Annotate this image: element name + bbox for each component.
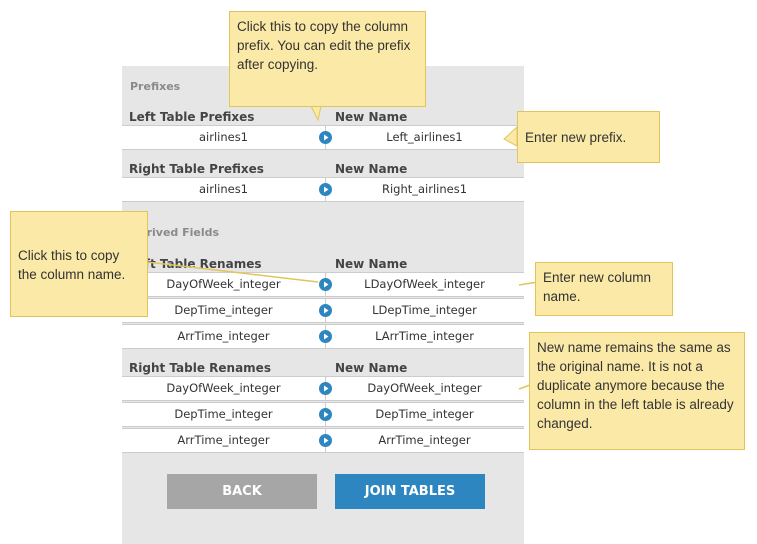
play-arrow-icon <box>324 134 329 141</box>
new-column-name-input[interactable]: LDayOfWeek_integer <box>364 277 485 291</box>
table-row: DepTime_integer LDepTime_integer <box>122 298 524 323</box>
original-column-name: DepTime_integer <box>174 303 273 317</box>
new-prefix-input[interactable]: Right_airlines1 <box>381 182 468 196</box>
copy-column-name-button[interactable] <box>319 434 332 447</box>
play-arrow-icon <box>324 411 329 418</box>
play-arrow-icon <box>324 281 329 288</box>
right-renames-header: Right Table Renames <box>129 361 271 375</box>
new-column-name-input[interactable]: DayOfWeek_integer <box>367 381 482 395</box>
original-prefix: airlines1 <box>198 182 249 196</box>
original-column-name: ArrTime_integer <box>177 329 270 343</box>
right-renames-new-name-header: New Name <box>335 361 408 375</box>
copy-column-name-tip: Click this to copy the column name. <box>10 211 148 317</box>
new-prefix-input[interactable]: Left_airlines1 <box>386 130 463 144</box>
play-arrow-icon <box>324 385 329 392</box>
copy-column-name-button[interactable] <box>319 304 332 317</box>
left-renames-header: Left Table Renames <box>129 257 262 271</box>
copy-prefix-button[interactable] <box>319 183 332 196</box>
copy-column-name-button[interactable] <box>319 408 332 421</box>
new-column-name-input[interactable]: ArrTime_integer <box>378 433 471 447</box>
new-column-name-input[interactable]: LDepTime_integer <box>372 303 477 317</box>
left-renames-new-name-header: New Name <box>335 257 408 271</box>
original-column-name: DayOfWeek_integer <box>166 277 281 291</box>
table-row: DayOfWeek_integer DayOfWeek_integer <box>122 376 524 401</box>
original-column-name: ArrTime_integer <box>177 433 270 447</box>
copy-column-name-button[interactable] <box>319 382 332 395</box>
original-column-name: DepTime_integer <box>174 407 273 421</box>
play-arrow-icon <box>324 186 329 193</box>
copy-prefix-tip: Click this to copy the column prefix. Yo… <box>229 11 426 107</box>
enter-prefix-tip: Enter new prefix. <box>517 111 660 163</box>
enter-column-name-tip: Enter new column name. <box>535 262 673 316</box>
table-row: airlines1 Left_airlines1 <box>122 125 524 150</box>
table-row: airlines1 Right_airlines1 <box>122 177 524 202</box>
join-tables-button[interactable]: JOIN TABLES <box>335 474 485 509</box>
back-button[interactable]: BACK <box>167 474 317 509</box>
right-prefixes-new-name-header: New Name <box>335 162 408 176</box>
left-prefixes-new-name-header: New Name <box>335 110 408 124</box>
new-column-name-input[interactable]: DepTime_integer <box>375 407 474 421</box>
same-name-tip: New name remains the same as the origina… <box>529 332 745 450</box>
left-prefixes-header: Left Table Prefixes <box>129 110 255 124</box>
new-column-name-input[interactable]: LArrTime_integer <box>375 329 474 343</box>
prefixes-section-title: Prefixes <box>130 80 181 93</box>
play-arrow-icon <box>324 437 329 444</box>
original-prefix: airlines1 <box>198 130 249 144</box>
table-row: DayOfWeek_integer LDayOfWeek_integer <box>122 272 524 297</box>
table-row: ArrTime_integer ArrTime_integer <box>122 428 524 453</box>
table-row: ArrTime_integer LArrTime_integer <box>122 324 524 349</box>
join-rename-panel: Prefixes Left Table Prefixes New Name ai… <box>122 66 524 544</box>
copy-column-name-button[interactable] <box>319 330 332 343</box>
play-arrow-icon <box>324 307 329 314</box>
table-row: DepTime_integer DepTime_integer <box>122 402 524 427</box>
copy-prefix-button[interactable] <box>319 131 332 144</box>
original-column-name: DayOfWeek_integer <box>166 381 281 395</box>
derived-section-title: Derived Fields <box>130 226 220 239</box>
copy-column-name-button[interactable] <box>319 278 332 291</box>
right-prefixes-header: Right Table Prefixes <box>129 162 264 176</box>
play-arrow-icon <box>324 333 329 340</box>
